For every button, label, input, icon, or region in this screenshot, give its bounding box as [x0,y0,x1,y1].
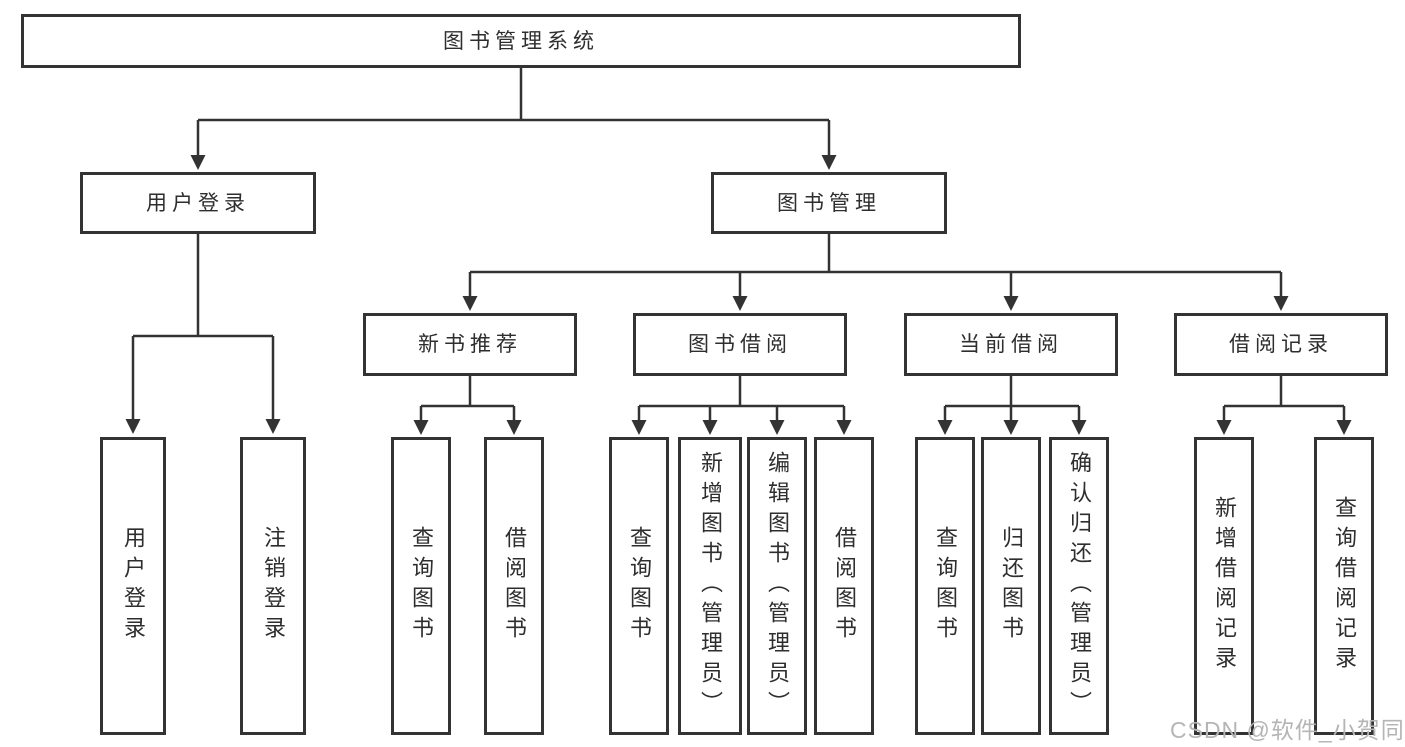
leaf-borrow-book: 借阅图书 [814,437,874,735]
leaf-logout-label: 注销登录 [261,526,286,646]
arrowhead [631,420,647,435]
arrowhead [125,419,141,434]
arrowhead [937,420,953,435]
arrowhead [506,420,522,435]
node-book-management-label: 图书管理 [777,191,881,215]
leaf-add-book-admin-label: 新增图书（管理员） [698,451,723,721]
node-user-login: 用户登录 [80,172,316,234]
node-book-borrow: 图书借阅 [633,313,847,376]
arrowhead [413,420,429,435]
connector-borrow-records-children [1216,376,1352,435]
arrowhead [821,155,837,170]
connector-user-login-children [125,234,281,434]
node-borrow-records: 借阅记录 [1174,313,1388,376]
leaf-borrow-book-recommend: 借阅图书 [484,437,544,735]
leaf-query-book-borrow: 查询图书 [609,437,669,735]
arrowhead [1003,296,1019,311]
node-new-book-recommend-label: 新书推荐 [418,333,522,356]
connector-current-borrow-children [937,376,1087,435]
connector-line [419,376,516,422]
arrowhead [1336,420,1352,435]
connector-book-borrow-children [631,376,852,435]
leaf-return-book-label: 归还图书 [999,526,1024,646]
leaf-query-borrow-record-label: 查询借阅记录 [1332,496,1357,676]
leaf-edit-book-admin-label: 编辑图书（管理员） [765,451,790,721]
leaf-add-borrow-record: 新增借阅记录 [1194,437,1254,735]
arrowhead [836,420,852,435]
arrowhead [462,296,478,311]
leaf-borrow-book-label: 借阅图书 [832,526,857,646]
connector-root-to-level1 [190,68,837,170]
leaf-borrow-book-recommend-label: 借阅图书 [502,526,527,646]
leaf-query-book-recommend-label: 查询图书 [409,526,434,646]
arrowhead [190,155,206,170]
leaf-edit-book-admin: 编辑图书（管理员） [747,437,807,735]
arrowhead [769,420,785,435]
leaf-user-login: 用户登录 [100,437,166,735]
node-new-book-recommend: 新书推荐 [363,313,577,376]
node-borrow-records-label: 借阅记录 [1229,333,1333,356]
node-book-borrow-label: 图书借阅 [688,333,792,356]
leaf-confirm-return-admin: 确认归还（管理员） [1049,437,1109,735]
arrowhead [702,420,718,435]
arrowhead [1003,420,1019,435]
arrowhead [1216,420,1232,435]
arrowhead [732,296,748,311]
node-current-borrow-label: 当前借阅 [959,333,1063,356]
leaf-query-book-recommend: 查询图书 [391,437,451,735]
connector-line [196,68,831,158]
leaf-query-book-borrow-label: 查询图书 [627,526,652,646]
node-user-login-label: 用户登录 [146,191,250,215]
leaf-confirm-return-admin-label: 确认归还（管理员） [1067,451,1092,721]
leaf-return-book: 归还图书 [981,437,1041,735]
node-book-management: 图书管理 [711,172,947,234]
leaf-add-book-admin: 新增图书（管理员） [678,437,742,735]
node-root: 图书管理系统 [21,14,1021,68]
leaf-add-borrow-record-label: 新增借阅记录 [1212,496,1237,676]
connector-new-book-children [413,376,522,435]
leaf-query-book-current-label: 查询图书 [933,526,958,646]
leaf-user-login-label: 用户登录 [121,526,146,646]
leaf-query-book-current: 查询图书 [915,437,975,735]
connector-line [131,234,275,421]
arrowhead [1273,296,1289,311]
connector-line [1222,376,1346,422]
arrowhead [1071,420,1087,435]
leaf-logout: 注销登录 [240,437,306,735]
connector-line [468,234,1283,298]
leaf-query-borrow-record: 查询借阅记录 [1314,437,1374,735]
node-root-label: 图书管理系统 [443,29,599,53]
connector-book-management-children [462,234,1289,311]
node-current-borrow: 当前借阅 [904,313,1118,376]
arrowhead [265,419,281,434]
connector-line [943,376,1081,422]
connector-line [637,376,846,422]
